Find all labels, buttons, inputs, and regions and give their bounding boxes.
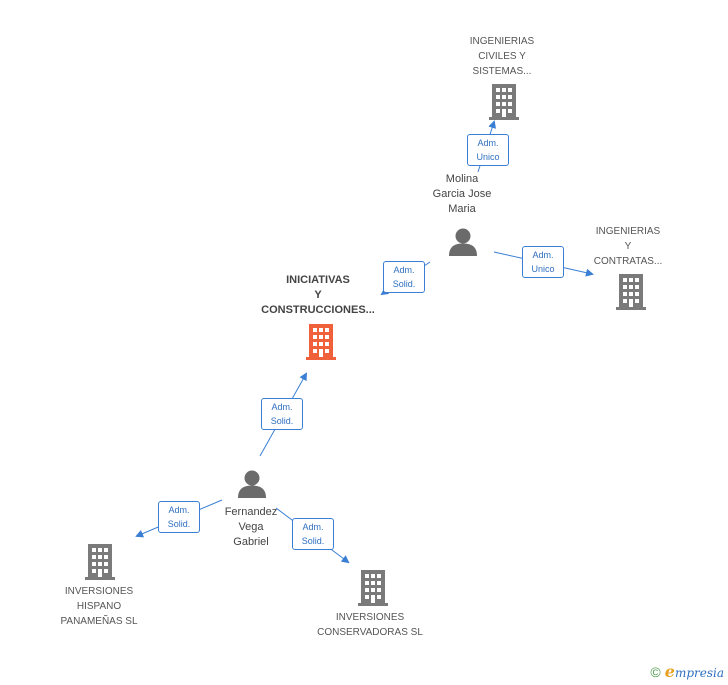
copyright-icon: © xyxy=(650,663,661,680)
node-label-fernandez: Fernandez Vega Gabriel xyxy=(224,506,278,548)
node-label-ing-civiles: INGENIERIAS CIVILES Y SISTEMAS... xyxy=(469,36,535,77)
edge-badge-adm-solid[interactable]: Adm. Solid. xyxy=(261,398,303,430)
edge-badge-adm-solid[interactable]: Adm. Solid. xyxy=(292,518,334,550)
edge-badge-adm-unico[interactable]: Adm. Unico xyxy=(467,134,509,166)
node-label-iniciativas: INICIATIVAS Y CONSTRUCCIONES... xyxy=(261,274,375,316)
brand-footer: © empresia xyxy=(650,662,724,681)
person-icon[interactable] xyxy=(448,227,478,257)
node-label-inv-hispano: INVERSIONES HISPANO PANAMEÑAS SL xyxy=(60,586,138,627)
edge-badge-adm-solid[interactable]: Adm. Solid. xyxy=(383,261,425,293)
node-label-inv-conservadoras: INVERSIONES CONSERVADORAS SL xyxy=(317,612,423,638)
brand-name: mpresia xyxy=(674,666,724,680)
brand-logo: empresia xyxy=(665,662,724,681)
building-icon[interactable] xyxy=(487,84,521,120)
edge-badge-adm-solid[interactable]: Adm. Solid. xyxy=(158,501,200,533)
building-icon[interactable] xyxy=(83,544,117,580)
node-label-ing-contratas: INGENIERIAS Y CONTRATAS... xyxy=(593,226,663,267)
building-icon[interactable] xyxy=(304,324,338,360)
brand-initial: e xyxy=(664,662,675,681)
person-icon[interactable] xyxy=(237,469,267,499)
building-icon[interactable] xyxy=(356,570,390,606)
building-icon[interactable] xyxy=(614,274,648,310)
node-label-molina: Molina Garcia Jose Maria xyxy=(432,173,492,215)
edge-badge-adm-unico[interactable]: Adm. Unico xyxy=(522,246,564,278)
